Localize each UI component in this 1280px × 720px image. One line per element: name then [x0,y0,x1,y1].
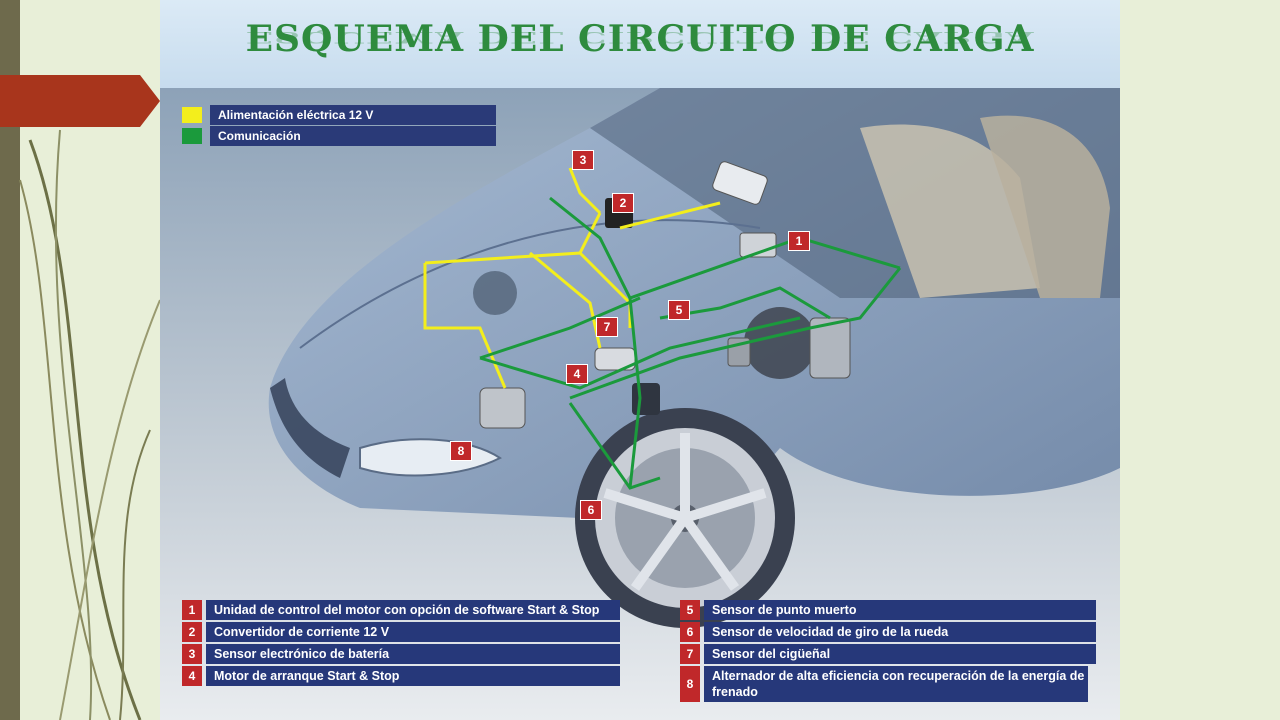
callout-8: 8 [450,441,472,461]
legend-label-communication: Comunicación [210,126,496,146]
legend-swatch-communication [182,128,202,144]
callout-3: 3 [572,150,594,170]
slide-title-reflection: Esquema del circuito de carga [245,28,1035,47]
callout-7: 7 [596,317,618,337]
callout-1: 1 [788,231,810,251]
slide: Esquema del circuito de carga Esquema de… [160,0,1120,720]
legend-label-power: Alimentación eléctrica 12 V [210,105,496,125]
left-bar [0,0,20,720]
title-band [160,0,1120,88]
callout-6: 6 [580,500,602,520]
callout-4: 4 [566,364,588,384]
slide-title: Esquema del circuito de carga [245,18,1035,60]
decorative-curves [19,129,160,720]
accent-tab [0,75,160,127]
callout-5: 5 [668,300,690,320]
callout-2: 2 [612,193,634,213]
legend-swatch-power [182,107,202,123]
